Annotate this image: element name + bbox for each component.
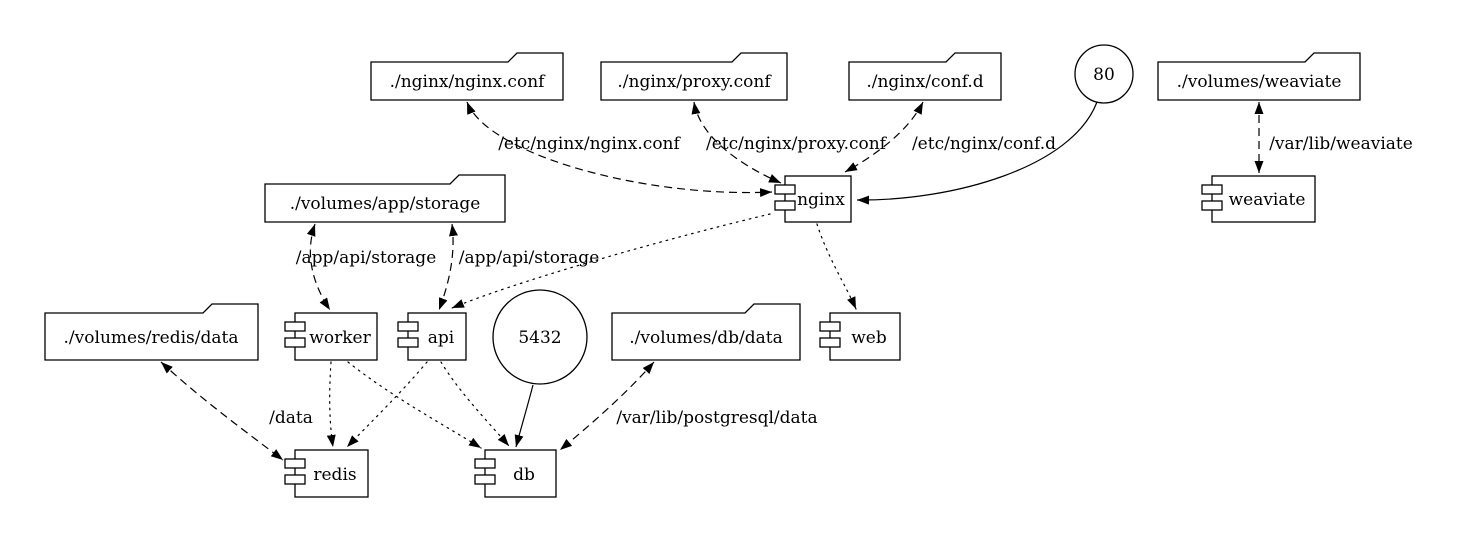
- component-tab: [474, 474, 496, 485]
- edge-conf-d-to-nginx: [844, 101, 924, 173]
- node-label: ./volumes/db/data: [629, 328, 782, 348]
- folder-shape: [848, 52, 1002, 101]
- component-body: [294, 449, 369, 498]
- component-tab: [474, 458, 496, 469]
- node-label: weaviate: [1229, 190, 1306, 210]
- edge-port80-to-nginx: [856, 101, 1098, 205]
- edge-nginx-conf-to-nginx: [466, 101, 773, 198]
- component-tab: [1201, 200, 1223, 211]
- node-label: nginx: [797, 190, 845, 210]
- edge-db-data-to-db: [559, 361, 655, 451]
- node-label: ./nginx/nginx.conf: [390, 72, 547, 92]
- edge-labels-layer: /etc/nginx/nginx.conf /etc/nginx/proxy.c…: [269, 134, 1413, 428]
- node-api-service: api: [397, 312, 467, 361]
- node-nginx-conf-volume: ./nginx/nginx.conf: [370, 52, 564, 101]
- edge-label-storage-api-mount: /app/api/storage: [459, 248, 600, 268]
- folder-shape: [1157, 52, 1361, 101]
- component-body: [484, 449, 557, 498]
- component-body: [829, 312, 901, 361]
- node-weaviate-volume: ./volumes/weaviate: [1157, 52, 1361, 101]
- node-proxy-conf-volume: ./nginx/proxy.conf: [600, 52, 788, 101]
- port-circle: [492, 289, 588, 385]
- edge-nginx-to-api: [451, 213, 771, 309]
- node-label: ./volumes/weaviate: [1177, 72, 1342, 92]
- node-app-storage-volume: ./volumes/app/storage: [264, 174, 506, 223]
- edge-label-conf-d-mount: /etc/nginx/conf.d: [912, 134, 1056, 154]
- component-tab: [819, 321, 841, 332]
- node-port-80: 80: [1074, 44, 1134, 104]
- component-tab: [397, 337, 419, 348]
- edge-label-db-data-mount: /var/lib/postgresql/data: [616, 408, 817, 428]
- edge-label-storage-worker-mount: /app/api/storage: [296, 248, 437, 268]
- edge-label-proxy-conf-mount: /etc/nginx/proxy.conf: [706, 134, 888, 154]
- edge-storage-to-api: [438, 223, 458, 311]
- node-label: api: [428, 328, 455, 348]
- edge-label-redis-data-mount: /data: [269, 408, 313, 428]
- node-label: ./volumes/redis/data: [64, 328, 239, 348]
- edge-worker-to-db: [347, 361, 482, 449]
- node-redis-data-volume: ./volumes/redis/data: [44, 303, 259, 361]
- node-label: 5432: [518, 328, 561, 348]
- edge-label-nginx-conf-mount: /etc/nginx/nginx.conf: [498, 134, 681, 154]
- node-label: web: [851, 328, 887, 348]
- node-label: db: [513, 465, 535, 485]
- component-tab: [1201, 184, 1223, 195]
- edge-storage-to-worker: [306, 223, 331, 311]
- node-weaviate-service: weaviate: [1201, 175, 1316, 223]
- node-label: worker: [309, 328, 371, 348]
- component-tab: [397, 321, 419, 332]
- component-body: [1211, 175, 1316, 223]
- component-tab: [284, 474, 306, 485]
- edge-nginx-to-web: [816, 223, 857, 310]
- edge-api-to-db: [440, 361, 510, 447]
- node-db-data-volume: ./volumes/db/data: [611, 303, 801, 361]
- edge-api-to-redis: [346, 361, 428, 448]
- component-tab: [774, 184, 796, 195]
- edge-label-weaviate-mount: /var/lib/weaviate: [1269, 134, 1413, 154]
- edges-layer: [160, 101, 1264, 461]
- edge-redis-data-to-redis: [160, 361, 284, 461]
- component-body: [407, 312, 467, 361]
- folder-shape: [370, 52, 564, 101]
- port-circle: [1074, 44, 1134, 104]
- component-body: [294, 312, 378, 361]
- edge-worker-to-redis: [326, 361, 336, 448]
- node-nginx-service: nginx: [774, 175, 852, 223]
- node-label: ./nginx/proxy.conf: [617, 72, 772, 92]
- folder-shape: [611, 303, 801, 361]
- folder-shape: [600, 52, 788, 101]
- node-label: 80: [1093, 65, 1115, 85]
- component-tab: [284, 458, 306, 469]
- folder-shape: [264, 174, 506, 223]
- component-tab: [774, 200, 796, 211]
- node-label: ./nginx/conf.d: [866, 72, 983, 92]
- node-conf-d-volume: ./nginx/conf.d: [848, 52, 1002, 101]
- edge-proxy-conf-to-nginx: [691, 101, 782, 184]
- node-worker-service: worker: [284, 312, 378, 361]
- node-port-5432: 5432: [492, 289, 588, 385]
- node-web-service: web: [819, 312, 901, 361]
- component-tab: [284, 321, 306, 332]
- component-tab: [284, 337, 306, 348]
- node-redis-service: redis: [284, 449, 369, 498]
- component-body: [784, 175, 852, 223]
- component-tab: [819, 337, 841, 348]
- nodes-layer: ./nginx/nginx.conf ./nginx/proxy.conf ./…: [44, 44, 1361, 498]
- node-db-service: db: [474, 449, 557, 498]
- node-label: ./volumes/app/storage: [290, 194, 481, 214]
- edge-port5432-to-db: [514, 384, 534, 448]
- node-label: redis: [313, 465, 356, 485]
- folder-shape: [44, 303, 259, 361]
